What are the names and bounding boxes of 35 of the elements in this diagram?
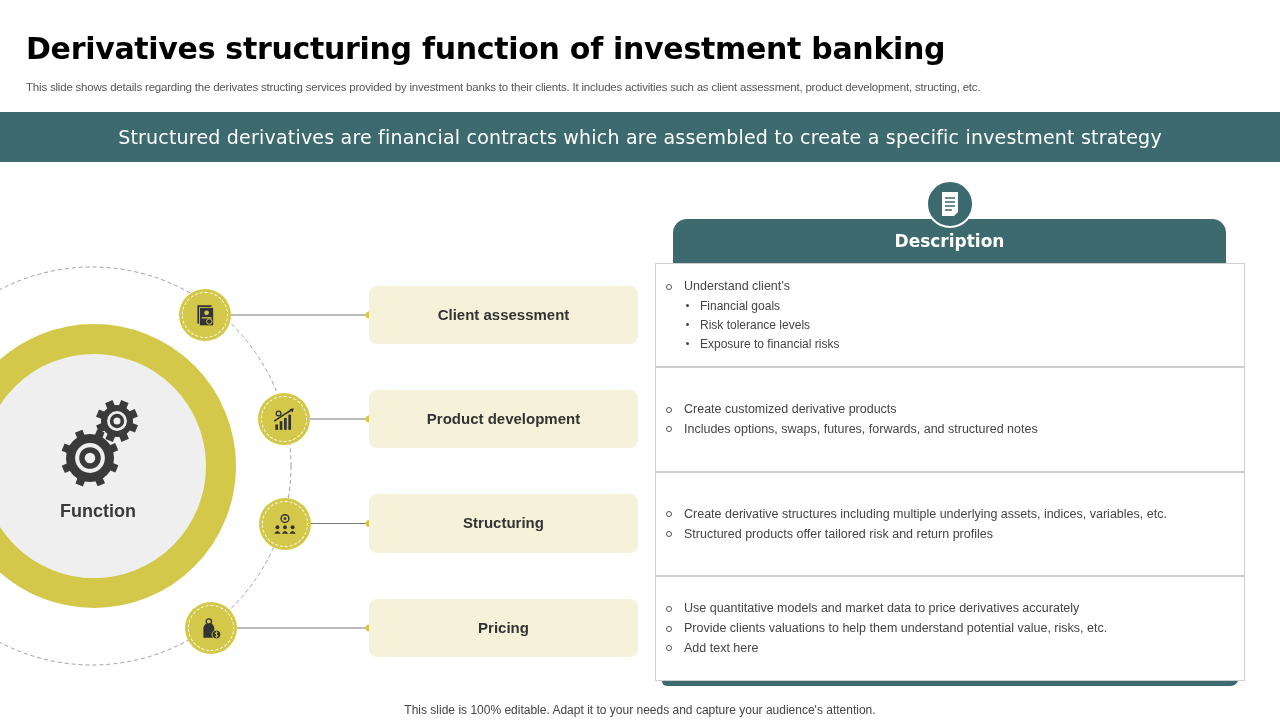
- step-title: Pricing: [478, 617, 529, 638]
- banner-text: Structured derivatives are financial contracts which are assembled to create a specific investment strategy: [118, 124, 1162, 150]
- step-box: [369, 390, 638, 448]
- description-row: [655, 472, 1245, 576]
- step-box: [369, 286, 638, 344]
- bullet-text: Understand client’s: [684, 278, 791, 296]
- description-row: [655, 367, 1245, 472]
- bullet-text: Create derivative structures including multiple underlying assets, indices, variables, etc.: [684, 505, 1167, 523]
- step-title: Product development: [426, 408, 581, 429]
- icon-circle: [179, 289, 231, 341]
- icon-circle: [258, 393, 310, 445]
- slide-title: Derivatives structuring function of investment banking: [26, 30, 946, 68]
- banner: [0, 112, 1280, 162]
- icon-circle: [259, 498, 311, 550]
- bullet-text: Provide clients valuations to help them understand potential value, risks, etc.: [684, 620, 1108, 638]
- bullet-text: Includes options, swaps, futures, forwards, and structured notes: [684, 421, 1038, 438]
- description-row: [655, 263, 1245, 367]
- icon-circle: [185, 602, 237, 654]
- step-title: Structuring: [463, 513, 544, 534]
- description-header: [673, 219, 1226, 263]
- sub-bullet-text: Exposure to financial risks: [700, 335, 840, 353]
- bullet-text: Use quantitative models and market data to price derivatives accurately: [684, 600, 1080, 618]
- step-box: [369, 599, 638, 657]
- center-label: Function: [59, 500, 137, 523]
- bullet-text: Create customized derivative products: [684, 401, 897, 419]
- step-title: Client assessment: [437, 304, 570, 325]
- footer-note: This slide is 100% editable. Adapt it to your needs and capture your audience's attention.: [403, 702, 877, 719]
- subtitle: This slide shows details regarding the derivates structing services provided by investment banks to their clients. It includes activities such as client assessment, product development, structing, etc.: [26, 80, 981, 95]
- header-text: Description: [894, 229, 1005, 253]
- sub-bullet-text: Risk tolerance levels: [700, 316, 811, 334]
- sub-bullet-text: Financial goals: [700, 297, 781, 315]
- bullet-text: Add text here: [684, 639, 759, 657]
- step-box: [369, 494, 638, 553]
- bullet-text: Structured products offer tailored risk and return profiles: [684, 525, 993, 543]
- description-row: [655, 576, 1245, 681]
